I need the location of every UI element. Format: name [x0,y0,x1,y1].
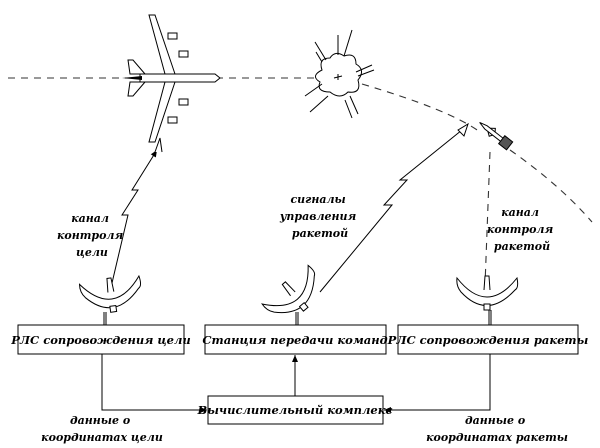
control-signals-label: сигналы управления ракетой [279,193,360,240]
missile-data-label: данные о координатах ракеты [426,414,568,444]
missile-data-connector [384,354,491,413]
target-channel-label: канал контроля цели [57,212,127,259]
target-radar-box: РЛС сопровождения цели [10,324,191,355]
explosion-icon [304,29,375,119]
missile-radar-box: РЛС сопровождения ракеты [387,324,589,355]
command-station-box: Станция передачи команд [202,324,388,355]
radar-dish-icon [456,275,519,311]
computer-box: Вычислительный комплекс [197,395,393,425]
target-data-label: данные о координатах цели [41,414,163,444]
missile-channel-label: канал контроля ракетой [487,206,557,253]
target-tracking-signal [111,149,158,284]
target-radar-label: РЛС сопровождения цели [10,333,191,347]
radar-dish-icon [78,273,145,317]
command-station-label: Станция передачи команд [202,333,387,347]
target-data-connector [101,354,207,413]
aircraft-icon [122,14,221,143]
missile-icon [479,121,514,151]
missile-trajectory [361,83,593,223]
computer-label: Вычислительный комплекс [197,403,393,417]
missile-radar-label: РЛС сопровождения ракеты [387,333,589,347]
control-signal [319,129,463,293]
radar-dish-icon [260,262,330,330]
missile-tracking-channel [484,151,491,286]
